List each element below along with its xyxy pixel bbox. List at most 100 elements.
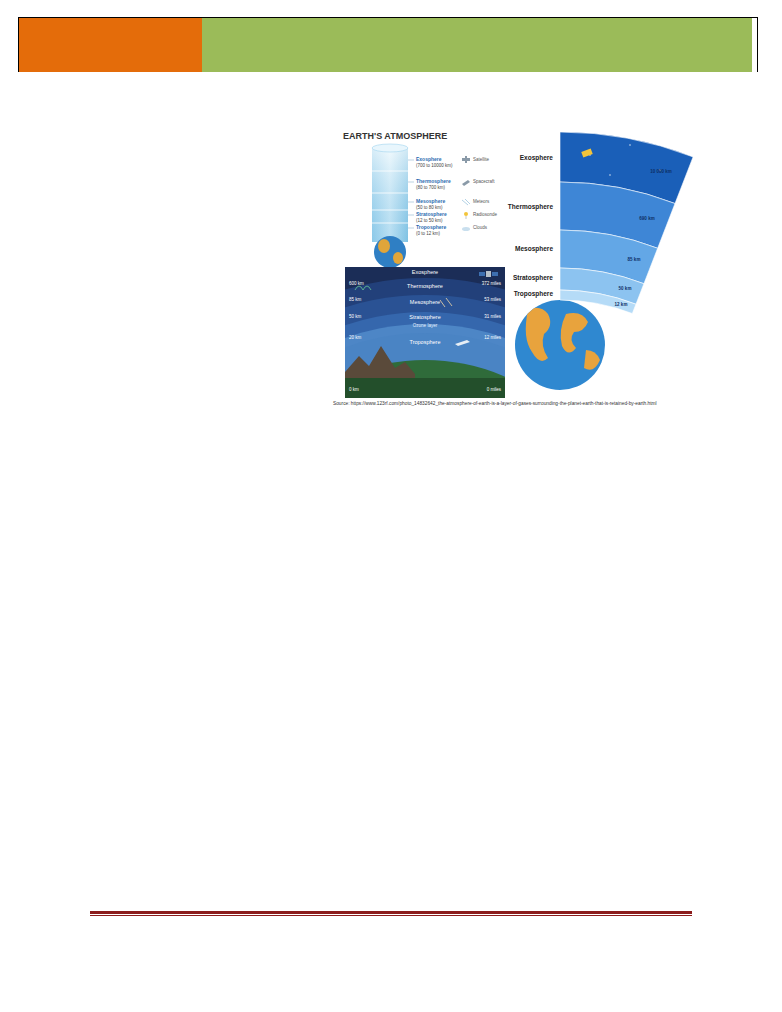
altitude-range: (80 to 700 km) xyxy=(416,185,445,190)
illustration-part xyxy=(526,308,600,370)
illustration-part xyxy=(757,17,758,72)
atmosphere-cylinder xyxy=(372,144,414,268)
illustration-part xyxy=(492,272,498,276)
illustration-part xyxy=(202,18,752,72)
illustration-part xyxy=(515,300,605,390)
altitude-km: 50 km xyxy=(619,286,632,291)
illustration-part xyxy=(465,199,470,204)
altitude-km: 10 000 km xyxy=(650,169,672,174)
object-label: Spacecraft xyxy=(473,179,495,184)
layer-name: Exosphere xyxy=(416,157,442,163)
illustration-part xyxy=(408,182,414,183)
footer-rule xyxy=(90,911,692,916)
illustration-part xyxy=(462,227,470,231)
altitude-km: 85 km xyxy=(349,297,361,302)
illustration-part xyxy=(372,223,408,224)
illustration-part xyxy=(345,267,505,398)
illustration-part xyxy=(462,180,470,186)
altitude-km: 690 km xyxy=(639,216,654,221)
altitude-km: 85 km xyxy=(628,257,641,262)
illustration-part xyxy=(378,239,390,253)
layer-name: Troposphere xyxy=(416,225,446,231)
object-label: Meteors xyxy=(473,199,489,204)
illustration-part xyxy=(462,199,470,205)
illustration-part xyxy=(345,333,505,398)
altitude-km: 20 km xyxy=(349,335,361,340)
illustration-part xyxy=(345,278,505,398)
illustration-part xyxy=(581,148,592,157)
layer-name: Ozone layer xyxy=(413,323,437,328)
illustration-part xyxy=(486,271,491,277)
illustration-part xyxy=(90,915,692,916)
illustration-part xyxy=(408,215,414,216)
layer-name: Stratosphere xyxy=(409,314,441,320)
illustration-part xyxy=(629,144,631,146)
illustration-part xyxy=(372,171,408,172)
illustration-part xyxy=(466,216,467,219)
illustration-part xyxy=(479,271,498,277)
illustration-part xyxy=(609,174,611,176)
illustration-part xyxy=(90,911,692,914)
altitude-range: (0 to 12 km) xyxy=(416,231,440,236)
illustration-part xyxy=(393,252,403,264)
layer-name: Troposphere xyxy=(514,290,553,297)
altitude-range: (700 to 10000 km) xyxy=(416,163,453,168)
altitude-miles: 12 miles xyxy=(484,335,501,340)
illustration-part xyxy=(408,202,414,203)
atmosphere-fan xyxy=(515,132,693,390)
illustration-part xyxy=(440,300,445,307)
illustration-part xyxy=(479,272,485,276)
altitude-miles: 31 miles xyxy=(484,314,501,319)
altitude-km: 600 km xyxy=(349,281,364,286)
illustration-part xyxy=(561,313,588,353)
layer-name: Stratosphere xyxy=(513,274,553,281)
illustration-part xyxy=(560,132,693,314)
object-label: Clouds xyxy=(473,225,487,230)
altitude-miles: 0 miles xyxy=(487,387,501,392)
illustration-part xyxy=(18,17,758,18)
altitude-miles: 372 miles xyxy=(482,281,501,286)
layer-name: Mesosphere xyxy=(410,299,440,305)
layer-name: Mesosphere xyxy=(515,245,553,252)
illustration-part xyxy=(446,298,452,306)
illustration-part xyxy=(372,210,408,211)
object-label: Radiosonde xyxy=(473,212,497,217)
illustration-part xyxy=(464,212,468,216)
layer-name: Troposphere xyxy=(410,339,441,345)
illustration-part xyxy=(560,290,636,314)
illustration-part xyxy=(526,308,551,361)
illustration-part xyxy=(589,144,661,176)
icon xyxy=(462,156,470,231)
illustration-part xyxy=(355,286,371,290)
illustration-part xyxy=(455,340,470,346)
layer-name: Thermosphere xyxy=(508,203,553,210)
altitude-km: 50 km xyxy=(349,314,361,319)
altitude-miles: 53 miles xyxy=(484,297,501,302)
illustration-part xyxy=(345,324,505,398)
layer-name: Mesosphere xyxy=(416,199,445,205)
illustration-part xyxy=(18,18,202,72)
illustration-part xyxy=(345,267,505,398)
layer-name: Exosphere xyxy=(520,154,553,161)
altitude-km: 12 km xyxy=(615,302,628,307)
layer-name: Exosphere xyxy=(412,269,438,275)
object-label: Satellite xyxy=(473,157,489,162)
source-note: Source: https://www.123rf.com/photo_1483… xyxy=(333,401,717,407)
illustration-part xyxy=(378,239,403,264)
illustration-part xyxy=(18,17,19,72)
altitude-km: 0 km xyxy=(349,387,359,392)
illustration-part xyxy=(374,236,406,268)
atmosphere-panel xyxy=(5,140,782,980)
illustration-part xyxy=(465,156,467,163)
illustration-part xyxy=(440,298,452,307)
illustration-part xyxy=(408,160,414,228)
illustration-part xyxy=(372,148,408,242)
layer-name: Stratosphere xyxy=(416,212,447,218)
illustration-part xyxy=(372,193,408,194)
diagram-title: EARTH'S ATMOSPHERE xyxy=(343,131,447,141)
illustration-part xyxy=(408,160,414,161)
header-bar xyxy=(18,17,758,72)
illustration-part xyxy=(345,312,505,398)
